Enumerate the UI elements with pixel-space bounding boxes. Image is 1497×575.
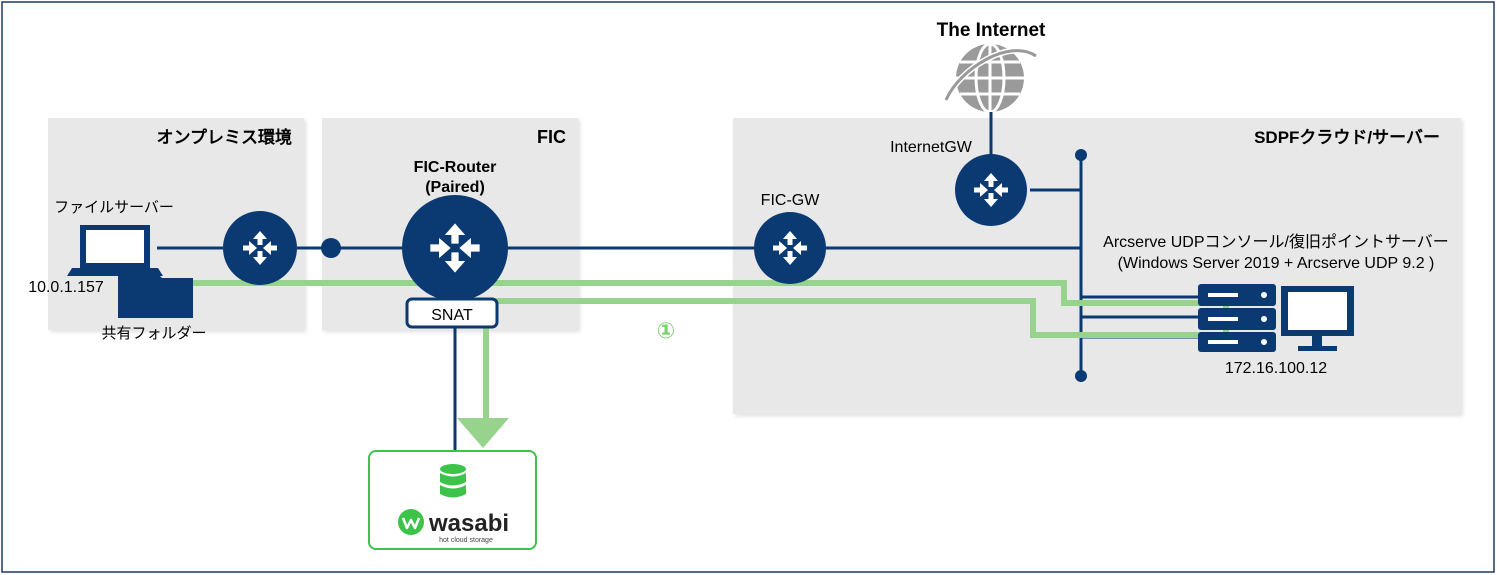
internet-gw-router-icon [955,154,1027,226]
server-ip: 172.16.100.12 [1225,360,1327,377]
shared-folder-label: 共有フォルダー [101,325,206,342]
network-links [157,112,1198,452]
zone-fic-title: FIC [537,127,566,147]
link-connector [321,238,341,258]
internet-gw-label: InternetGW [890,139,973,156]
database-icon [440,464,466,498]
flow-step-marker: ① [657,318,676,343]
globe-icon [943,42,1038,114]
zone-onprem-title: オンプレミス環境 [157,127,293,147]
folder-icon [118,272,193,318]
bus-endpoint-top [1075,149,1087,161]
wasabi-logo-icon [398,509,424,535]
fic-router-label-line1: FIC-Router [414,159,497,176]
snat-label: SNAT [431,307,473,324]
onprem-router-icon [223,211,297,285]
bus-endpoint-bottom [1075,370,1087,382]
fic-gw-router-icon [754,212,826,284]
zone-sdpf-title: SDPFクラウド/サーバー [1254,128,1440,147]
fic-router-label-line2: (Paired) [425,179,485,196]
fic-gw-label: FIC-GW [761,192,821,209]
zone-sdpf [733,118,1461,414]
monitor-icon [1281,286,1354,351]
snat-box [405,297,499,329]
server-label-line2: (Windows Server 2019 + Arcserve UDP 9.2 … [1118,255,1435,272]
wasabi-tagline: hot cloud storage [439,537,493,544]
laptop-icon [67,225,163,276]
file-server-ip: 10.0.1.157 [28,279,104,296]
file-server-label: ファイルサーバー [54,199,174,216]
server-label-line1: Arcserve UDPコンソール/復旧ポイントサーバー [1103,233,1449,251]
wasabi-brand: wasabi [428,510,509,537]
server-rack-icon [1198,284,1276,352]
fic-router-icon [402,195,508,301]
internet-label: The Internet [937,20,1046,41]
flow-arrow-head [457,418,509,448]
